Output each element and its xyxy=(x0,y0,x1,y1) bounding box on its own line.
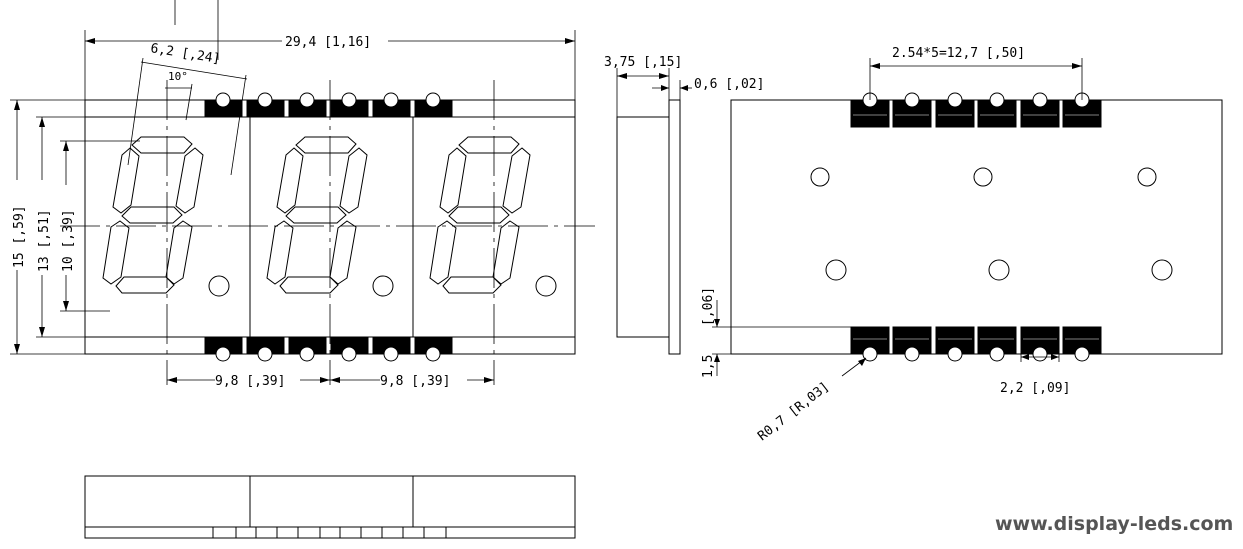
height-13-label: 13 [,51] xyxy=(37,209,52,272)
pad-height-label: 1,5 xyxy=(701,355,716,378)
pad-offset-label: [,06] xyxy=(701,287,716,326)
digit-1 xyxy=(102,136,230,297)
dim-radius: R0,7 [R,03] xyxy=(755,357,867,444)
back-view xyxy=(730,92,1223,362)
front-view xyxy=(60,80,595,385)
pitch-2-label: 9,8 [,39] xyxy=(380,374,450,389)
side-view: 3,75 [,15] 0,6 [,02] xyxy=(604,55,764,355)
pitch-1-label: 9,8 [,39] xyxy=(215,374,285,389)
dim-pad-height: [,06] 1,5 xyxy=(701,287,851,378)
digit-3 xyxy=(429,136,557,297)
overall-width-label: 29,4 [1,16] xyxy=(285,35,371,50)
slant-angle-label: 10° xyxy=(168,70,188,83)
digit-width-label: 6,2 [,24] xyxy=(149,41,221,67)
height-total-label: 15 [,59] xyxy=(12,205,27,268)
bottom-view xyxy=(84,475,576,539)
back-holes xyxy=(810,167,1173,281)
pad-width-label: 2,2 [,09] xyxy=(1000,381,1070,396)
lead-thickness-label: 0,6 [,02] xyxy=(694,77,764,92)
back-top-pads xyxy=(850,92,1102,128)
back-bottom-pads xyxy=(850,326,1102,362)
radius-label: R0,7 [R,03] xyxy=(755,379,832,444)
depth-label: 3,75 [,15] xyxy=(604,55,682,70)
pin-pitch-label: 2.54*5=12,7 [,50] xyxy=(892,46,1025,61)
dim-pad-width: 2,2 [,09] xyxy=(1000,340,1070,396)
bottom-pads xyxy=(204,336,453,362)
dim-heights: 15 [,59] 13 [,51] 10 [,39] xyxy=(10,99,140,355)
dim-pitch: 9,8 [,39] 9,8 [,39] xyxy=(167,374,494,389)
dim-pin-pitch: 2.54*5=12,7 [,50] xyxy=(869,46,1083,100)
dim-overall-width: 29,4 [1,16] xyxy=(84,30,576,100)
watermark: www.display-leds.com xyxy=(995,513,1233,535)
top-pads xyxy=(204,92,453,118)
height-10-label: 10 [,39] xyxy=(61,209,76,272)
